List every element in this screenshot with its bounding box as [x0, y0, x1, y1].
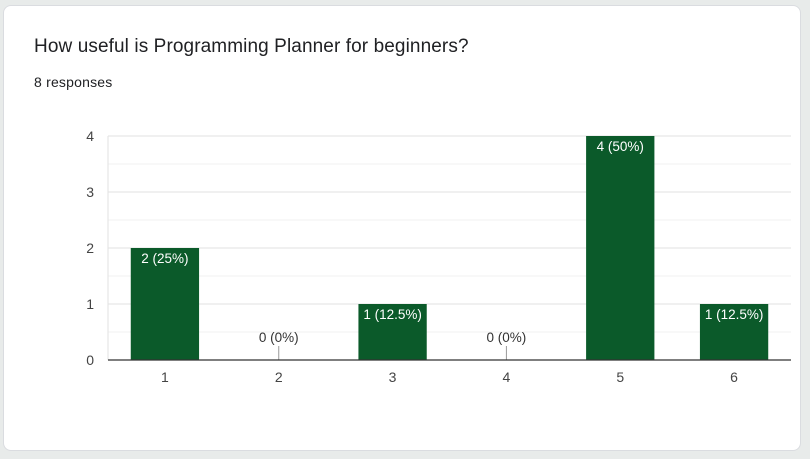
y-tick-label: 2 — [86, 240, 94, 256]
x-tick-label: 6 — [730, 369, 738, 385]
question-card: How useful is Programming Planner for be… — [3, 5, 801, 451]
x-tick-label: 3 — [389, 369, 397, 385]
data-label: 1 (12.5%) — [363, 307, 422, 322]
data-label: 4 (50%) — [597, 139, 644, 154]
bar — [586, 136, 655, 360]
question-title: How useful is Programming Planner for be… — [34, 36, 469, 57]
x-tick-label: 4 — [503, 369, 511, 385]
y-tick-label: 3 — [86, 184, 94, 200]
bar — [358, 304, 427, 360]
y-tick-label: 1 — [86, 296, 94, 312]
data-label: 1 (12.5%) — [705, 307, 764, 322]
y-tick-label: 4 — [86, 128, 94, 144]
data-label: 2 (25%) — [141, 251, 188, 266]
bar-chart: 0 1 2 3 4 2 (25%) 1 0 (0%) 2 1 (12.5%) 3 0 (0%) 4 4 (… — [86, 128, 791, 385]
data-label: 0 (0%) — [259, 330, 299, 345]
bar — [130, 248, 200, 360]
x-tick-label: 5 — [616, 369, 624, 385]
response-count: 8 responses — [34, 74, 113, 90]
data-label: 0 (0%) — [487, 330, 527, 345]
bar — [699, 304, 769, 360]
y-tick-label: 0 — [86, 352, 94, 368]
x-tick-label: 1 — [161, 369, 169, 385]
x-tick-label: 2 — [275, 369, 283, 385]
